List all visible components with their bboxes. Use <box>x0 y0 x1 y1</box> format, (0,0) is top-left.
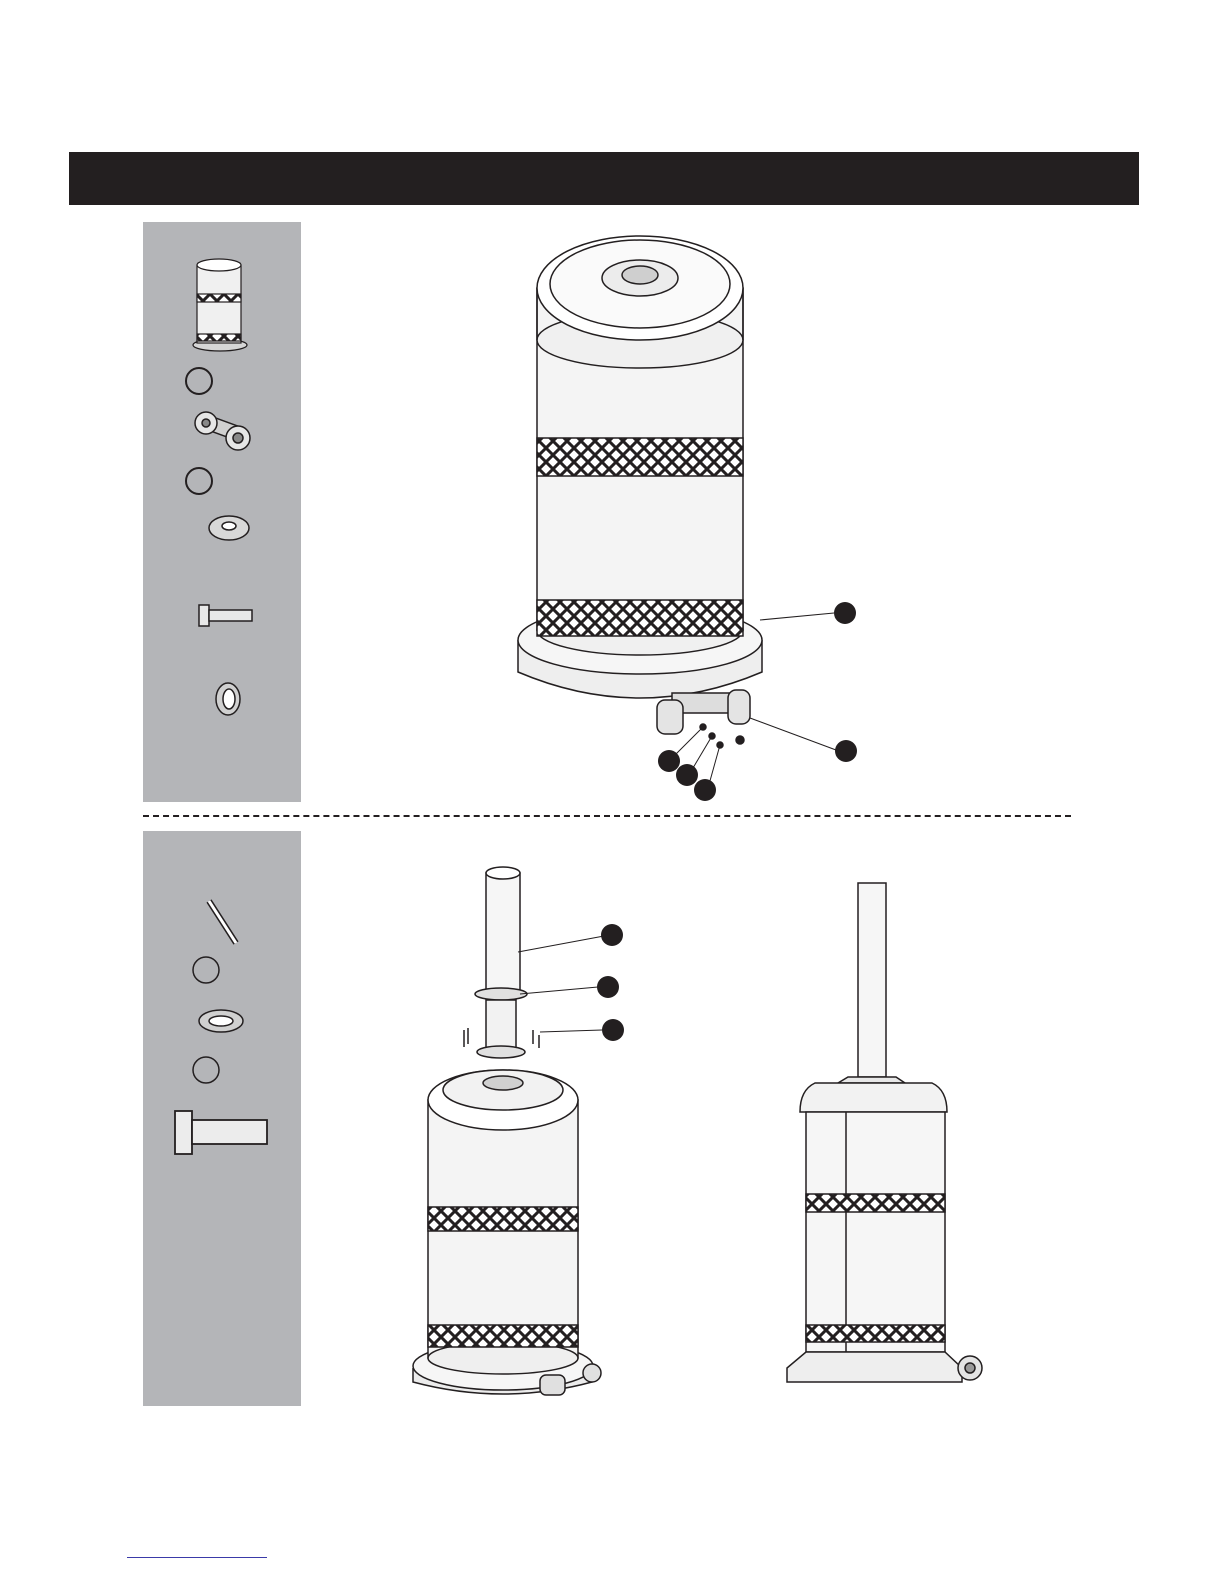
callout-dot <box>834 602 856 624</box>
part-flat-washer-icon <box>209 516 249 540</box>
part-bolt-icon <box>199 605 252 626</box>
callout-dot <box>602 1019 624 1041</box>
callout-dot <box>694 779 716 801</box>
part-lock-washer-icon <box>216 683 240 715</box>
part-label-circle <box>193 957 219 983</box>
heater-base-illustration <box>518 236 762 748</box>
part-base-cylinder-icon <box>193 259 247 351</box>
part-ring-washer-icon <box>199 1010 243 1032</box>
part-label-circle <box>186 468 212 494</box>
callout-dot <box>658 750 680 772</box>
part-pin-icon <box>209 901 236 943</box>
part-label-circle <box>193 1057 219 1083</box>
part-wheel-assembly-icon <box>195 412 250 450</box>
assembled-heater-side-view <box>787 883 982 1382</box>
callout-dot <box>676 764 698 786</box>
step-2-callouts <box>518 936 604 1032</box>
pole-installation-illustration <box>413 867 601 1395</box>
callout-dot <box>601 924 623 946</box>
part-label-circle <box>186 368 212 394</box>
part-hex-bolt-icon <box>175 1111 267 1154</box>
callout-dot <box>835 740 857 762</box>
callout-dot <box>597 976 619 998</box>
